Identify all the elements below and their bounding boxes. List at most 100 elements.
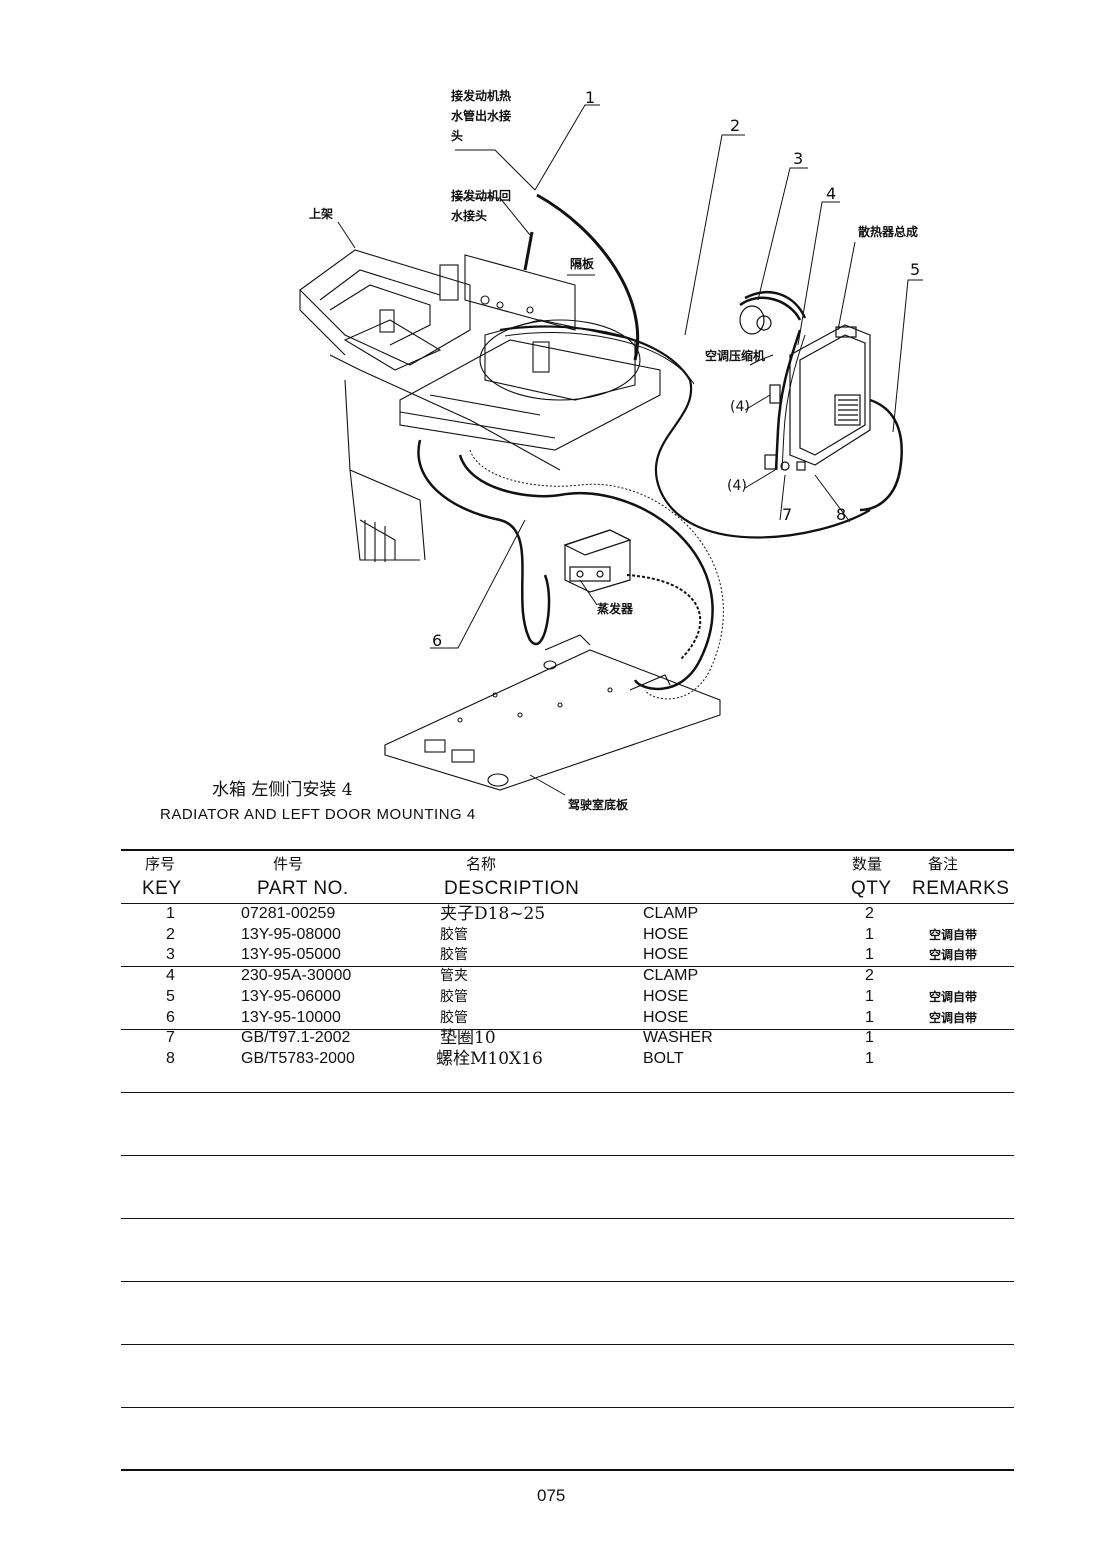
upper-frame <box>299 249 561 562</box>
row-desc-cn: 螺栓M10X16 <box>436 1049 543 1069</box>
header-part-no-cn: 件号 <box>273 855 304 873</box>
ac-compressor <box>739 291 807 335</box>
clamp-4-upper <box>769 384 781 404</box>
row-remarks: 空调自带 <box>929 1011 978 1025</box>
hose-1 <box>536 193 640 361</box>
note-radiator-assembly: 散热器总成 <box>858 225 919 239</box>
row-desc-cn: 垫圈10 <box>440 1028 496 1048</box>
cab-floor-plate <box>384 634 721 791</box>
note-ac-compressor: 空调压缩机 <box>705 349 766 363</box>
note-engine-hot-water-outlet: 接发动机热 水管出水接 头 <box>451 89 512 143</box>
note-partition: 隔板 <box>570 257 595 271</box>
title-english: RADIATOR AND LEFT DOOR MOUNTING 4 <box>160 806 476 823</box>
partition-board <box>464 254 576 331</box>
header-qty-cn: 数量 <box>852 855 883 873</box>
table-top-rule <box>121 849 1014 851</box>
row-desc-cn: 胶管 <box>440 1010 468 1026</box>
row-qty: 1 <box>865 1050 874 1067</box>
callout-5: 5 <box>910 260 921 279</box>
row-part-no: 13Y-95-06000 <box>241 988 341 1005</box>
note-engine-return-water: 接发动机回 水接头 <box>451 189 512 223</box>
row-key: 5 <box>166 988 175 1005</box>
group-rule-1 <box>121 966 1014 967</box>
engine-return-fitting <box>523 231 534 271</box>
row-desc-en: HOSE <box>643 1009 689 1026</box>
row-desc-cn: 胶管 <box>440 947 468 963</box>
header-key-en: KEY <box>142 878 182 899</box>
row-desc-cn: 管夹 <box>440 968 468 984</box>
callout-7: 7 <box>782 505 793 524</box>
empty-rule <box>121 1218 1014 1219</box>
row-desc-en: HOSE <box>643 926 689 943</box>
row-qty: 2 <box>865 967 874 984</box>
empty-rule <box>121 1344 1014 1345</box>
evaporator <box>563 529 632 593</box>
row-desc-cn: 胶管 <box>440 927 468 943</box>
row-qty: 1 <box>865 988 874 1005</box>
row-part-no: 07281-00259 <box>241 905 336 922</box>
empty-rule <box>121 1155 1014 1156</box>
row-part-no: 13Y-95-10000 <box>241 1009 341 1026</box>
assembly-drawing <box>299 104 923 796</box>
leader-lines <box>337 104 923 796</box>
header-key-cn: 序号 <box>145 855 176 873</box>
table-bottom-rule <box>121 1469 1014 1471</box>
header-qty-en: QTY <box>851 878 892 899</box>
row-part-no: GB/T5783-2000 <box>241 1050 355 1067</box>
header-description-cn: 名称 <box>466 855 497 873</box>
row-desc-en: BOLT <box>643 1050 684 1067</box>
hose-3 <box>774 329 802 471</box>
header-rule <box>121 903 1014 904</box>
hose-2 <box>499 325 871 539</box>
row-key: 7 <box>166 1029 175 1046</box>
row-part-no: 13Y-95-05000 <box>241 946 341 963</box>
row-part-no: 230-95A-30000 <box>241 967 352 984</box>
radiator-assembly <box>780 324 903 512</box>
callout-4-ref-upper: (4) <box>730 399 750 415</box>
empty-rule <box>121 1092 1014 1093</box>
row-part-no: GB/T97.1-2002 <box>241 1029 351 1046</box>
group-rule-2 <box>121 1029 1014 1030</box>
row-desc-en: HOSE <box>643 988 689 1005</box>
header-description-en: DESCRIPTION <box>444 878 580 899</box>
empty-rule <box>121 1407 1014 1408</box>
header-remarks-en: REMARKS <box>912 878 1010 899</box>
row-key: 3 <box>166 946 175 963</box>
row-qty: 1 <box>865 946 874 963</box>
empty-rule <box>121 1281 1014 1282</box>
row-part-no: 13Y-95-08000 <box>241 926 341 943</box>
engine-bay <box>399 319 661 451</box>
callout-1: 1 <box>585 88 596 107</box>
callout-4-ref-lower: (4) <box>727 478 747 494</box>
row-key: 1 <box>166 905 175 922</box>
row-key: 2 <box>166 926 175 943</box>
callout-8: 8 <box>836 505 847 524</box>
row-remarks: 空调自带 <box>929 990 978 1004</box>
title-chinese: 水箱 左侧门安装 4 <box>212 780 353 800</box>
row-key: 8 <box>166 1050 175 1067</box>
callout-6: 6 <box>432 631 443 650</box>
row-remarks: 空调自带 <box>929 928 978 942</box>
row-desc-cn: 夹子D18~25 <box>440 904 546 924</box>
header-part-no-en: PART NO. <box>257 878 349 899</box>
row-desc-en: WASHER <box>643 1029 713 1046</box>
note-upper-frame: 上架 <box>309 207 334 221</box>
hose-6 <box>417 439 551 645</box>
note-evaporator: 蒸发器 <box>597 602 634 616</box>
row-qty: 1 <box>865 1009 874 1026</box>
row-desc-cn: 胶管 <box>440 989 468 1005</box>
callout-4: 4 <box>826 184 837 203</box>
row-key: 6 <box>166 1009 175 1026</box>
clamp-4-lower <box>764 454 778 470</box>
callout-2: 2 <box>730 116 741 135</box>
page-number: 075 <box>537 1486 566 1505</box>
row-desc-en: HOSE <box>643 946 689 963</box>
row-key: 4 <box>166 967 175 984</box>
note-cab-floor-plate: 驾驶室底板 <box>568 798 629 812</box>
row-qty: 1 <box>865 926 874 943</box>
row-desc-en: CLAMP <box>643 905 699 922</box>
row-qty: 2 <box>865 905 874 922</box>
header-remarks-cn: 备注 <box>928 855 959 873</box>
row-desc-en: CLAMP <box>643 967 699 984</box>
callout-3: 3 <box>793 149 804 168</box>
